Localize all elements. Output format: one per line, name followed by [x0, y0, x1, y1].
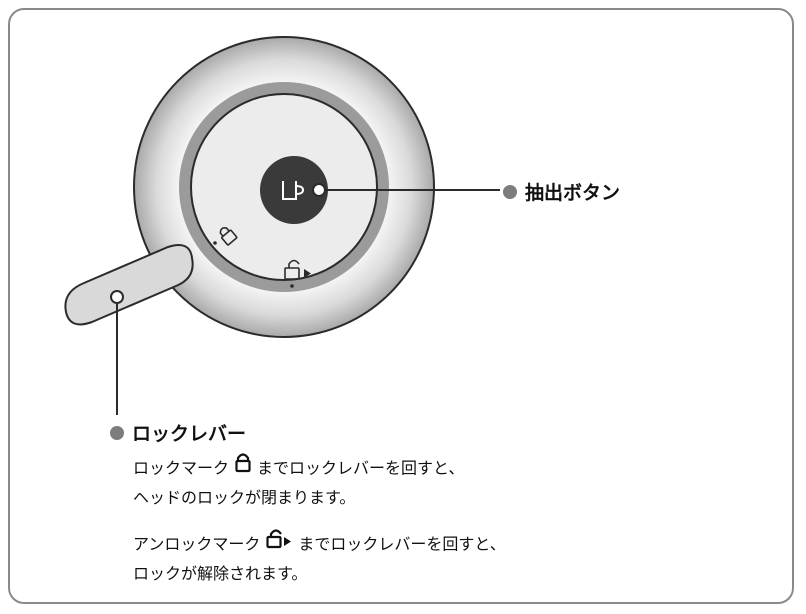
extract-button-marker [312, 183, 326, 197]
lock-icon [235, 452, 251, 482]
dial-lock-icon [219, 227, 238, 246]
lock-lever-label: ロックレバー [132, 423, 247, 445]
callout-dot [110, 425, 124, 440]
callout-dot [503, 184, 517, 199]
cup-icon [282, 181, 305, 200]
dial-unlock-icon [284, 259, 311, 288]
lock-text-before: ロックマーク [133, 458, 230, 478]
lock-lever-callout: ロックレバー [110, 419, 246, 446]
unlock-instruction: アンロックマーク までロックレバーを回すと、 ロックが解除されます。 [133, 528, 506, 587]
extract-button-callout: 抽出ボタン [503, 178, 620, 205]
lock-text-after: までロックレバーを回すと、 [257, 458, 465, 478]
lock-instruction-line1: ロックマーク までロックレバーを回すと、 [133, 452, 465, 484]
lock-instruction: ロックマーク までロックレバーを回すと、 ヘッドのロックが閉まります。 [133, 452, 465, 511]
unlock-text-before: アンロックマーク [133, 534, 261, 554]
unlock-text-after: までロックレバーを回すと、 [298, 534, 506, 554]
lock-lever-marker [110, 290, 124, 304]
lock-instruction-line2: ヘッドのロックが閉まります。 [133, 488, 356, 507]
unlock-instruction-line2: ロックが解除されます。 [133, 564, 308, 583]
extract-button-label: 抽出ボタン [525, 182, 621, 204]
panel-frame [8, 8, 794, 604]
unlock-icon [266, 528, 292, 558]
lock-lever[interactable] [64, 244, 194, 326]
dial-lock-dot [213, 241, 217, 245]
unlock-instruction-line1: アンロックマーク までロックレバーを回すと、 [133, 528, 506, 560]
extract-button[interactable] [260, 156, 328, 224]
